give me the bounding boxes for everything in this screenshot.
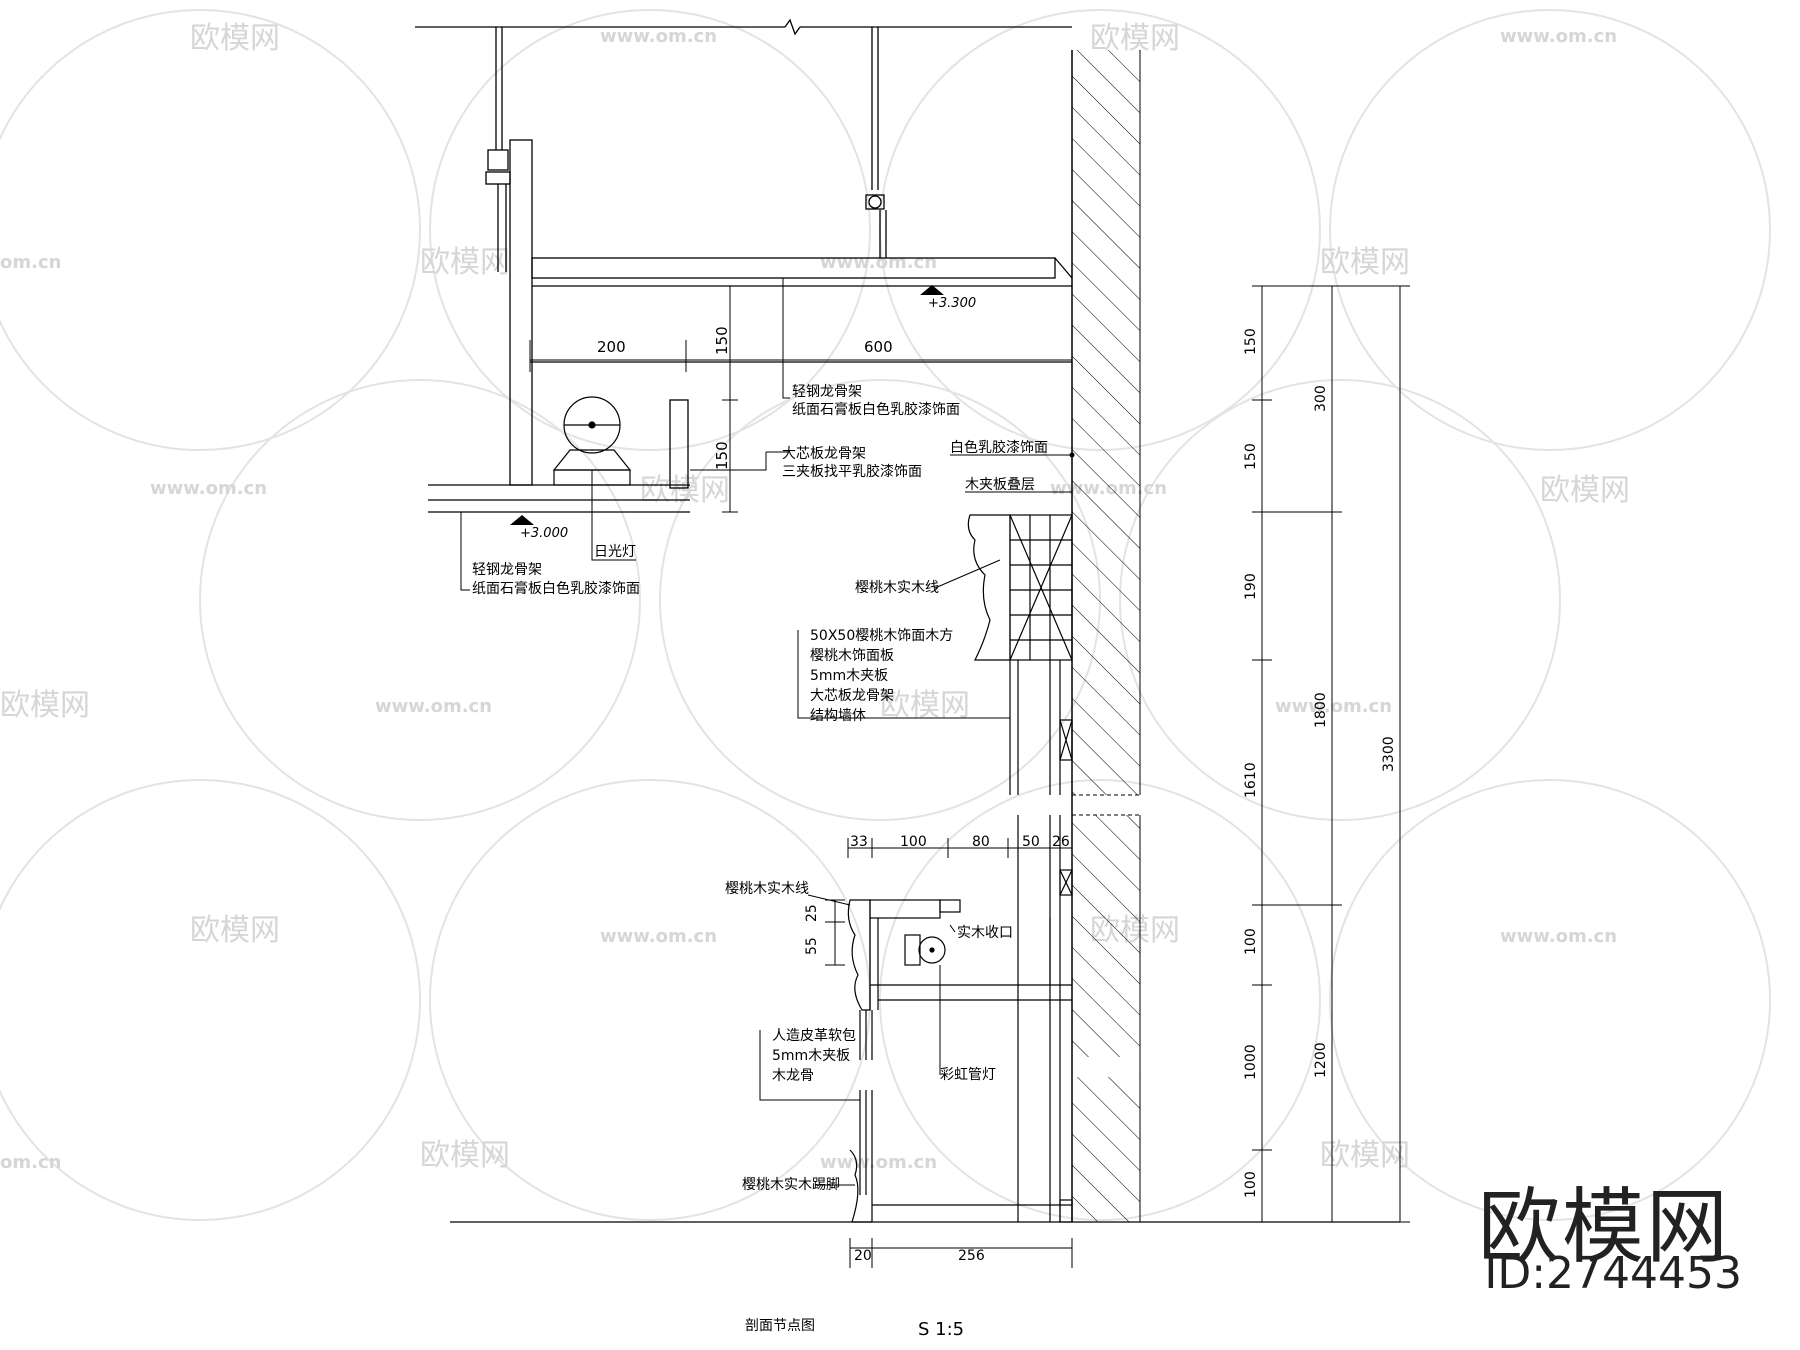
label-ceil-b1: 大芯板龙骨架: [782, 446, 866, 462]
dim-33: 33: [850, 834, 868, 850]
svg-text:欧模网: 欧模网: [420, 1138, 510, 1173]
svg-text:欧模网: 欧模网: [190, 21, 280, 56]
dim-600: 600: [864, 338, 893, 356]
watermark-urls: www.om.cn www.om.cn om.cn www.om.cn www.…: [0, 26, 1617, 1173]
svg-text:欧模网: 欧模网: [420, 245, 510, 280]
dim-r300: 300: [1313, 385, 1329, 412]
svg-text:+3.000: +3.000: [520, 526, 568, 541]
label-neon: 彩虹管灯: [940, 1067, 996, 1083]
label-soft3: 木龙骨: [772, 1068, 814, 1084]
watermark-text: 欧模网 欧模网 欧模网 欧模网 欧模网 欧模网 欧模网 欧模网 欧模网 欧模网 …: [0, 21, 1630, 1173]
svg-text:+3.300: +3.300: [928, 296, 976, 311]
svg-text:欧模网: 欧模网: [1540, 473, 1630, 508]
label-skirting: 樱桃木实木踢脚: [742, 1176, 840, 1193]
watermark-logo: 欧模网: [1477, 1180, 1730, 1275]
label-white-paint: 白色乳胶漆饰面: [950, 439, 1048, 456]
svg-text:www.om.cn: www.om.cn: [375, 696, 492, 717]
dims-middle: [825, 838, 1073, 1268]
svg-text:www.om.cn: www.om.cn: [150, 478, 267, 499]
label-cherry-line-mid: 樱桃木实木线: [725, 880, 809, 897]
cornice-cladding: [967, 514, 1073, 795]
label-ceil-c2: 纸面石膏板白色乳胶漆饰面: [472, 580, 640, 597]
label-layer1: 50X50樱桃木饰面木方: [810, 627, 953, 644]
svg-text:om.cn: om.cn: [0, 1152, 61, 1173]
dim-r1000: 1000: [1243, 1044, 1259, 1080]
elevation-markers: +3.300 +3.000: [510, 285, 976, 541]
dim-80: 80: [972, 834, 990, 850]
drawing-title: 剖面节点图: [745, 1318, 815, 1334]
label-plywood-layers: 木夹板叠层: [965, 477, 1035, 493]
dim-r1610: 1610: [1243, 762, 1259, 798]
neon-niche: [450, 815, 1400, 1223]
watermark-id: ID:2744453: [1484, 1248, 1742, 1299]
dim-r1200: 1200: [1313, 1042, 1329, 1078]
label-layer2: 樱桃木饰面板: [810, 647, 894, 664]
dim-20: 20: [854, 1248, 872, 1264]
dim-r100b: 100: [1243, 1171, 1259, 1198]
label-ceil-b2: 三夹板找平乳胶漆饰面: [782, 463, 922, 480]
svg-text:欧模网: 欧模网: [190, 913, 280, 948]
dim-25: 25: [804, 904, 820, 922]
svg-text:www.om.cn: www.om.cn: [600, 26, 717, 47]
dim-200: 200: [597, 338, 626, 356]
dim-256: 256: [958, 1248, 985, 1264]
dim-150-lower: 150: [713, 441, 731, 470]
label-layer4: 大芯板龙骨架: [810, 688, 894, 704]
label-lamp: 日光灯: [594, 544, 636, 560]
label-ceil-a2: 纸面石膏板白色乳胶漆饰面: [792, 401, 960, 418]
dim-55: 55: [804, 937, 820, 955]
label-soft2: 5mm木夹板: [772, 1048, 850, 1064]
structural-wall: [1071, 50, 1141, 1222]
watermark-pattern: [0, 9, 1771, 1221]
svg-text:欧模网: 欧模网: [1320, 245, 1410, 280]
dim-r1800: 1800: [1313, 692, 1329, 728]
label-layer3: 5mm木夹板: [810, 668, 888, 684]
dim-r150a: 150: [1243, 328, 1259, 355]
svg-text:www.om.cn: www.om.cn: [1500, 926, 1617, 947]
svg-text:www.om.cn: www.om.cn: [820, 1152, 937, 1173]
dim-26: 26: [1052, 834, 1070, 850]
ceiling-structure: [415, 18, 1073, 513]
dim-r100a: 100: [1243, 928, 1259, 955]
svg-text:欧模网: 欧模网: [1320, 1138, 1410, 1173]
dim-r150b: 150: [1243, 443, 1259, 470]
label-solid-edge: 实木收口: [957, 925, 1013, 941]
label-soft1: 人造皮革软包: [772, 1028, 856, 1044]
dim-50: 50: [1022, 834, 1040, 850]
svg-text:www.om.cn: www.om.cn: [1500, 26, 1617, 47]
dim-100: 100: [900, 834, 927, 850]
dim-r3300: 3300: [1381, 736, 1397, 772]
svg-text:om.cn: om.cn: [0, 252, 61, 273]
leader-lines: [460, 278, 1075, 1186]
svg-text:www.om.cn: www.om.cn: [820, 252, 937, 273]
label-ceil-c1: 轻钢龙骨架: [472, 562, 542, 578]
svg-text:www.om.cn: www.om.cn: [600, 926, 717, 947]
svg-text:欧模网: 欧模网: [640, 473, 730, 508]
label-cherry-line-top: 樱桃木实木线: [855, 579, 939, 596]
dims-right: [1252, 285, 1410, 1223]
label-ceil-a1: 轻钢龙骨架: [792, 384, 862, 400]
svg-text:www.om.cn: www.om.cn: [1275, 696, 1392, 717]
svg-text:欧模网: 欧模网: [880, 688, 970, 723]
dims-top: [529, 285, 1073, 513]
dim-r190: 190: [1243, 573, 1259, 600]
dim-150-upper: 150: [713, 326, 731, 355]
svg-text:欧模网: 欧模网: [0, 688, 90, 723]
label-layer5: 结构墙体: [810, 708, 866, 724]
drawing-scale: S 1:5: [918, 1319, 964, 1340]
